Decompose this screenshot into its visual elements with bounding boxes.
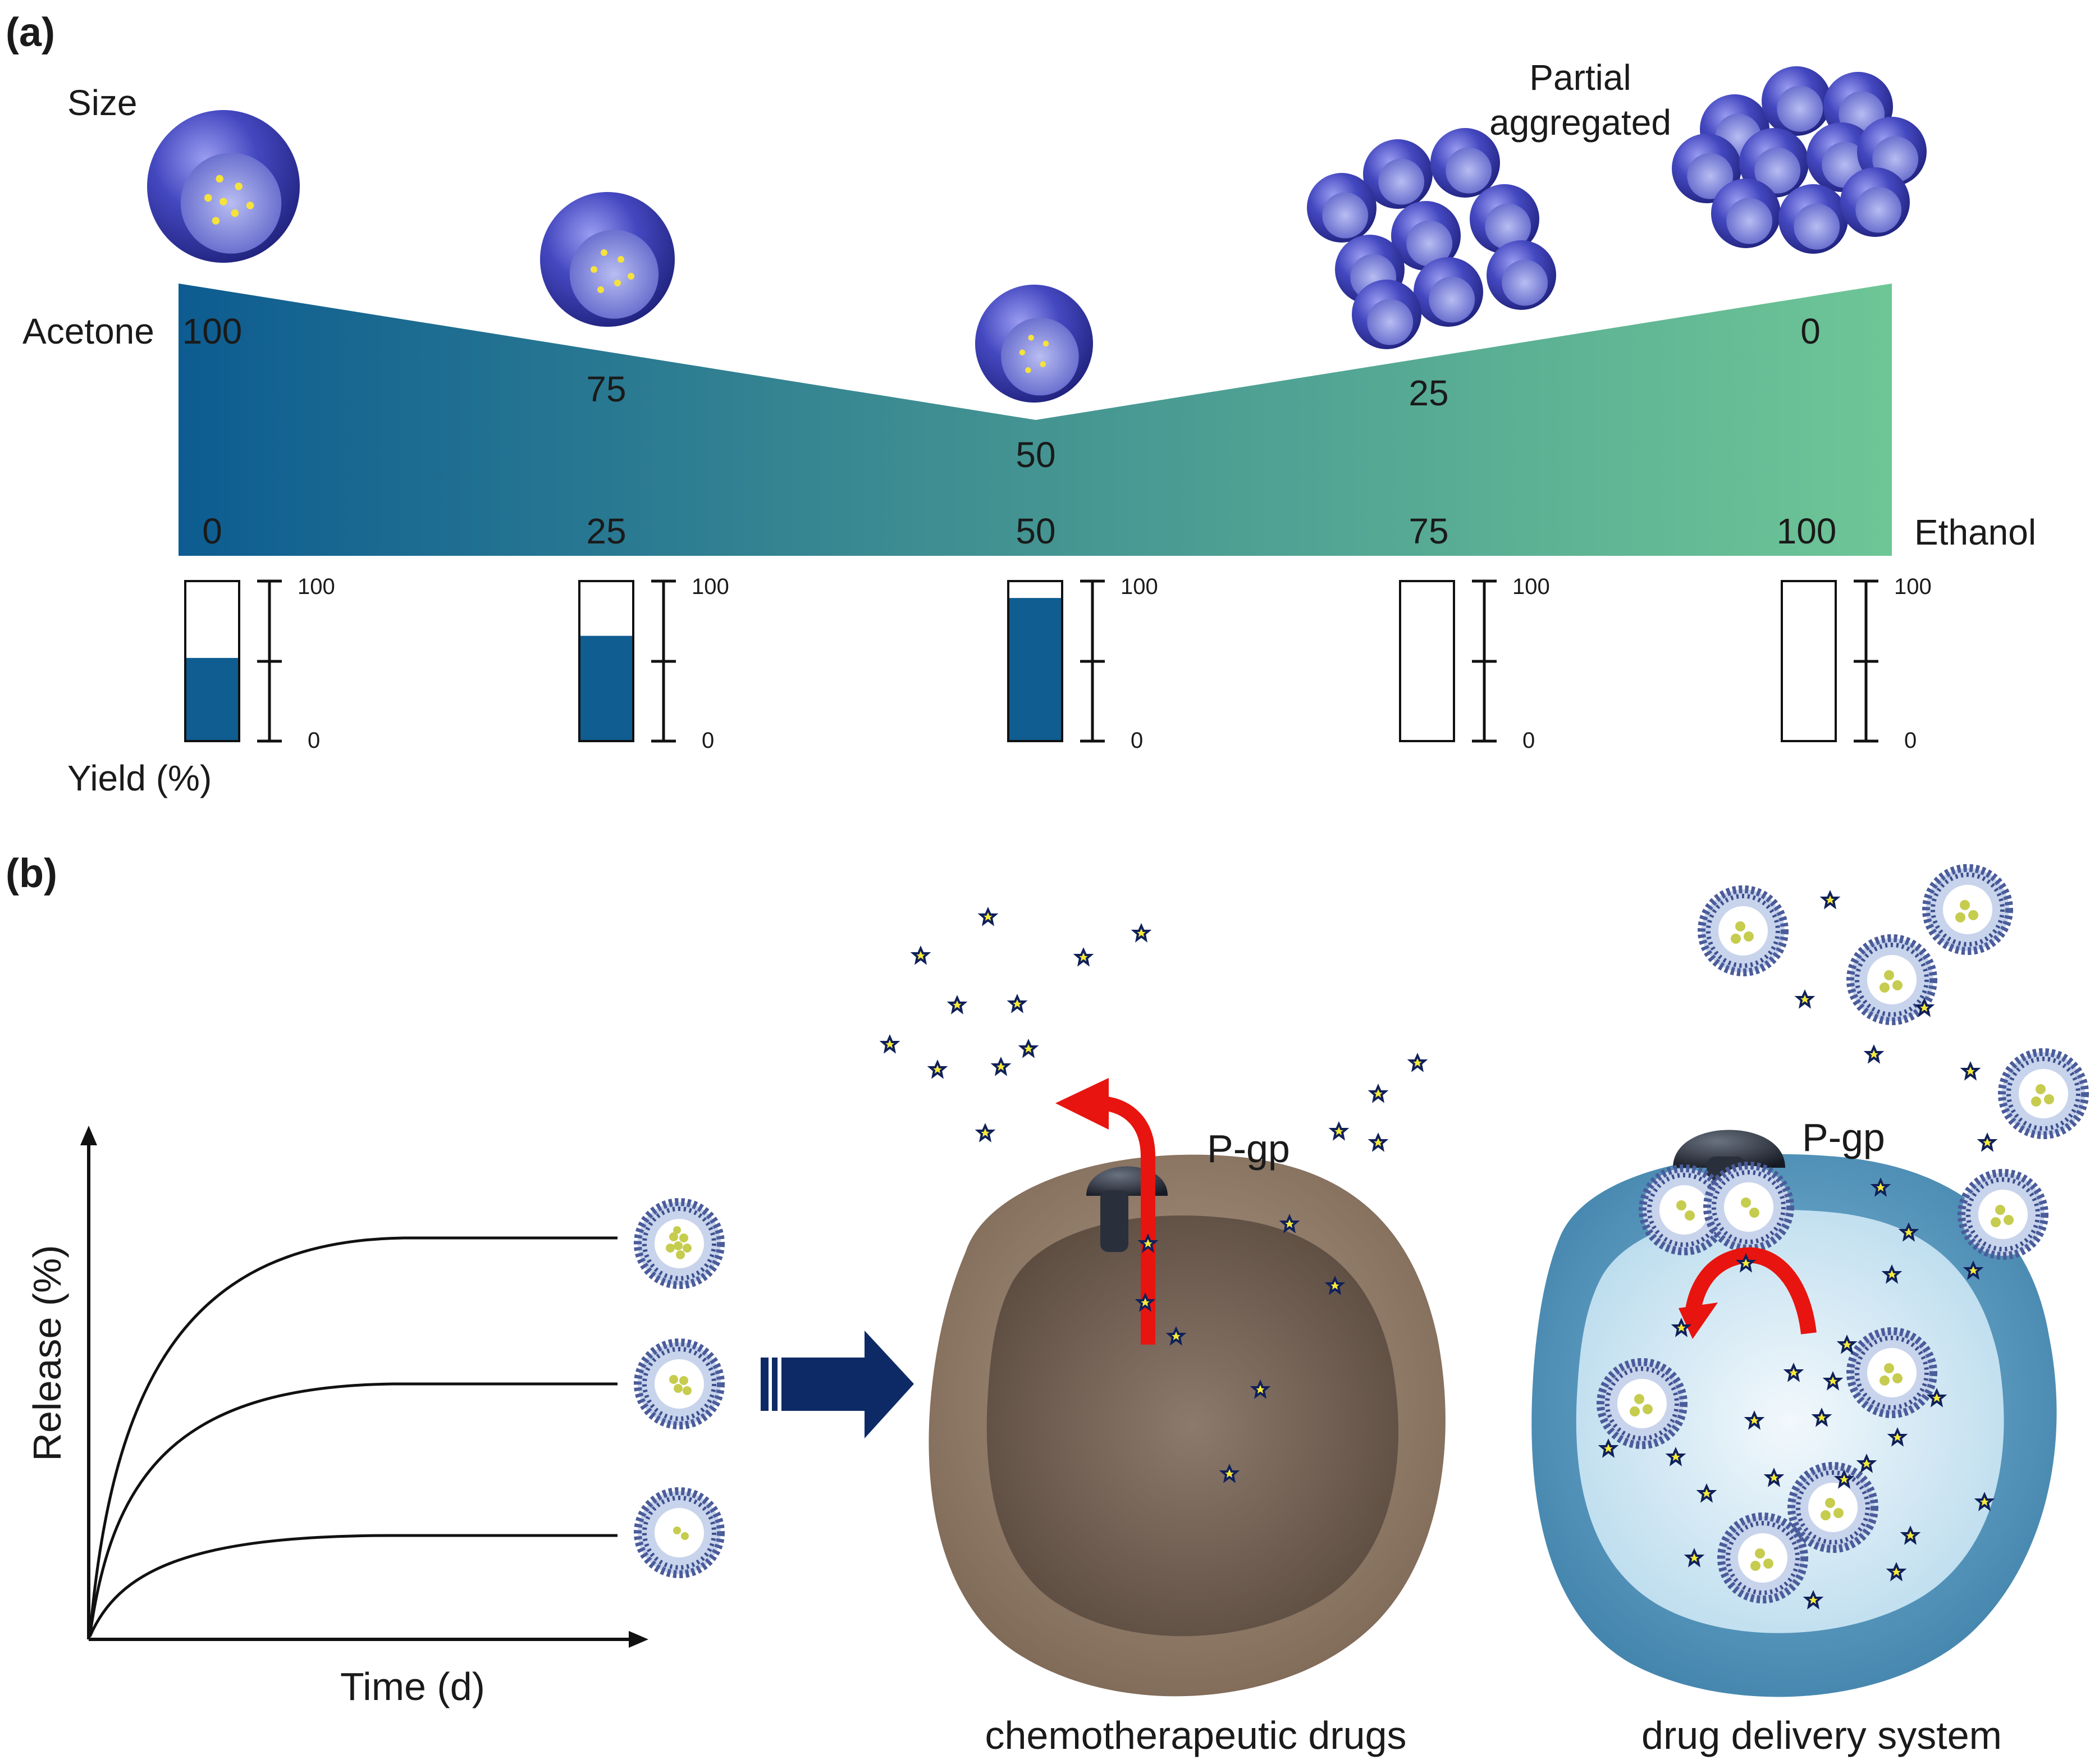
yield-tick-min: 0	[702, 728, 714, 753]
yield-tick-max: 100	[1121, 574, 1158, 599]
y-axis-arrowhead	[80, 1126, 97, 1145]
yield-tick-min: 0	[1904, 728, 1917, 753]
acetone-value: 0	[1800, 311, 1821, 351]
efflux-arrow-icon	[1055, 1078, 1155, 1345]
nanoparticle-aggregate	[1307, 128, 1556, 349]
pgp-label-right: P-gp	[1802, 1116, 1885, 1159]
yield-tick-min: 0	[1522, 728, 1535, 753]
release-y-label: Release (%)	[25, 1245, 69, 1461]
yield-tick-min: 0	[1131, 728, 1143, 753]
acetone-value: 50	[1016, 435, 1055, 475]
yield-fill	[580, 636, 632, 740]
yield-gauge: 100 0	[184, 574, 335, 753]
yield-fill	[186, 657, 238, 740]
acetone-value: 75	[586, 369, 626, 409]
aggregate-label-line2: aggregated	[1489, 102, 1671, 143]
x-axis-arrowhead	[629, 1631, 648, 1648]
pgp-label-left: P-gp	[1207, 1127, 1290, 1171]
acetone-label: Acetone	[22, 311, 154, 351]
yield-tick-max: 100	[692, 574, 729, 599]
acetone-value: 100	[182, 311, 243, 351]
panel-a-label: (a)	[6, 10, 55, 55]
cell-chemotherapeutic	[929, 1154, 1446, 1697]
ethanol-value: 75	[1409, 511, 1448, 551]
yield-tick-max: 100	[1512, 574, 1550, 599]
yield-gauge: 100 0	[1781, 574, 1932, 753]
caption-drug-delivery: drug delivery system	[1641, 1713, 2002, 1757]
release-plot: Release (%) Time (d)	[25, 1126, 648, 1708]
caption-chemotherapeutic: chemotherapeutic drugs	[985, 1713, 1407, 1757]
nanoparticle-medium	[540, 192, 675, 327]
ethanol-value: 0	[202, 511, 222, 551]
yield-tick-max: 100	[1894, 574, 1932, 599]
acetone-value: 25	[1409, 373, 1448, 413]
nanoparticle-aggregate	[1672, 66, 1927, 254]
yield-bars: 100 0 100 0 100 0	[184, 574, 1932, 753]
release-curve-low	[88, 1534, 618, 1637]
yield-gauge: 100 0	[578, 574, 729, 753]
nanocarrier-micelles	[1600, 868, 2085, 1600]
yield-label: Yield (%)	[67, 758, 212, 798]
ethanol-value: 50	[1016, 511, 1055, 551]
release-curve-high	[88, 1236, 618, 1637]
micelle-low-load	[638, 1491, 721, 1574]
aggregate-label-line1: Partial	[1529, 57, 1631, 98]
yield-gauge: 100 0	[1007, 574, 1158, 753]
solvent-gradient-band	[179, 284, 1892, 556]
ethanol-value: 25	[586, 511, 626, 551]
ethanol-label: Ethanol	[1914, 512, 2036, 552]
yield-fill	[1009, 598, 1061, 740]
yield-tick-max: 100	[298, 574, 335, 599]
nanoparticle-small	[975, 285, 1093, 403]
micelle-medium-load	[638, 1342, 721, 1425]
yield-gauge: 100 0	[1399, 574, 1550, 753]
size-label: Size	[67, 83, 138, 123]
efflux-blocked-arrow-icon	[1679, 1247, 1817, 1339]
ethanol-value: 100	[1777, 511, 1837, 551]
release-curve-medium	[88, 1382, 618, 1637]
nanoparticle-large	[147, 110, 300, 263]
micelle-high-load	[638, 1202, 721, 1285]
navy-arrow-icon	[761, 1331, 914, 1438]
yield-tick-min: 0	[308, 728, 320, 753]
release-x-label: Time (d)	[340, 1665, 485, 1708]
panel-b-label: (b)	[6, 851, 57, 896]
